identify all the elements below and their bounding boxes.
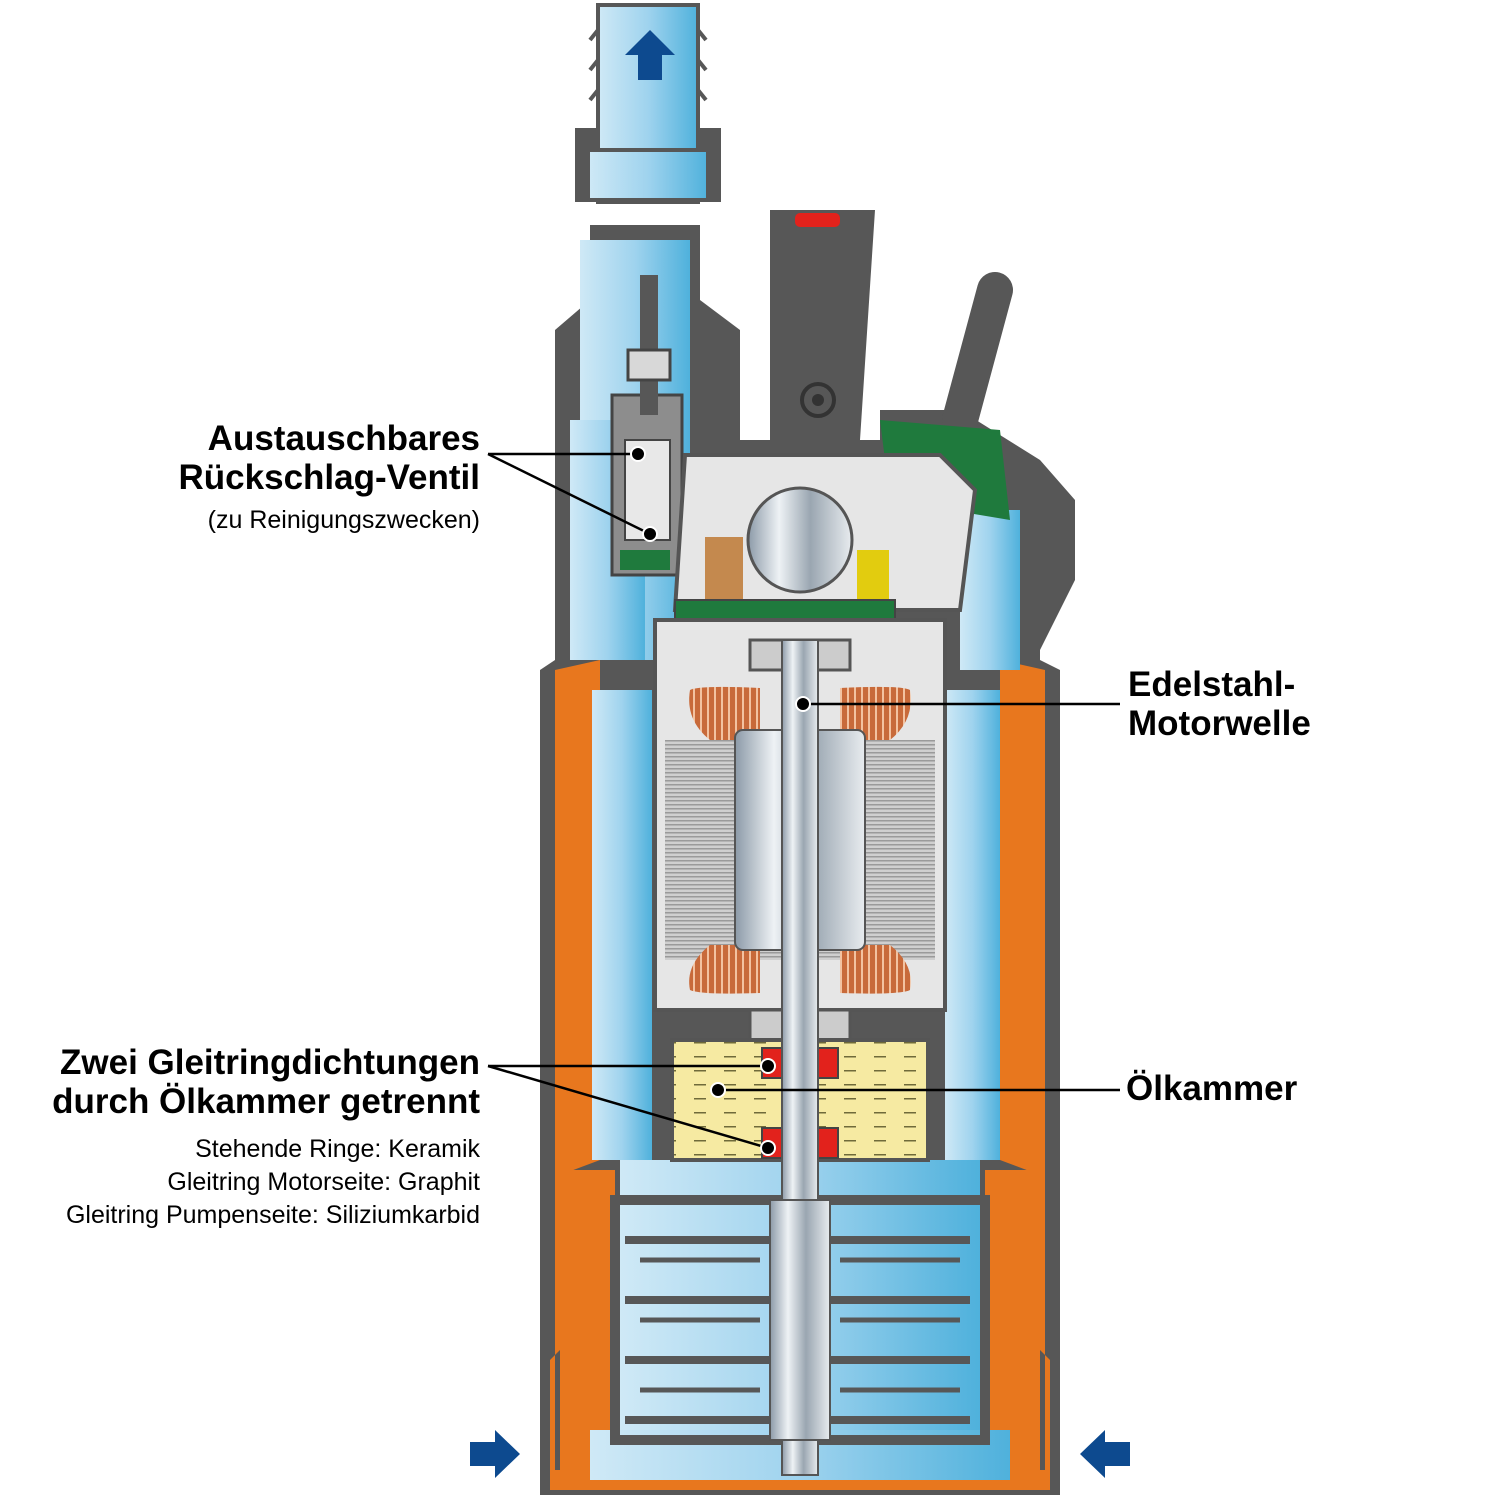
valve-subtitle: (zu Reinigungszwecken)	[207, 506, 480, 534]
control-compartment	[672, 453, 978, 623]
seals-label: Zwei Gleitringdichtungen durch Ölkammer …	[52, 1043, 480, 1232]
outflow-arrow-icon	[625, 30, 675, 80]
seals-title-line1: Zwei Gleitringdichtungen	[60, 1043, 480, 1082]
valve-label: Austauschbares Rückschlag-Ventil (zu Rei…	[178, 419, 480, 535]
shaft-label: Edelstahl- Motorwelle	[1128, 665, 1311, 743]
carry-handle	[780, 213, 855, 435]
leader-lines	[487, 452, 1120, 1150]
oil-chamber-label: Ölkammer	[1126, 1069, 1298, 1108]
shaft-label-line1: Edelstahl-	[1128, 665, 1296, 704]
seals-title-line2: durch Ölkammer getrennt	[52, 1081, 480, 1121]
seals-detail-2: Gleitring Motorseite: Graphit	[167, 1168, 480, 1196]
check-valve	[610, 275, 684, 577]
shaft-label-line2: Motorwelle	[1128, 703, 1311, 743]
inflow-arrow-left-icon	[470, 1430, 520, 1478]
valve-title-line1: Austauschbares	[207, 419, 480, 458]
leader-dots	[630, 446, 811, 1156]
seals-detail-3: Gleitring Pumpenseite: Siliziumkarbid	[65, 1201, 480, 1229]
seals-detail-1: Stehende Ringe: Keramik	[195, 1135, 480, 1163]
valve-title-line2: Rückschlag-Ventil	[178, 457, 480, 497]
inflow-arrow-right-icon	[1080, 1430, 1130, 1478]
